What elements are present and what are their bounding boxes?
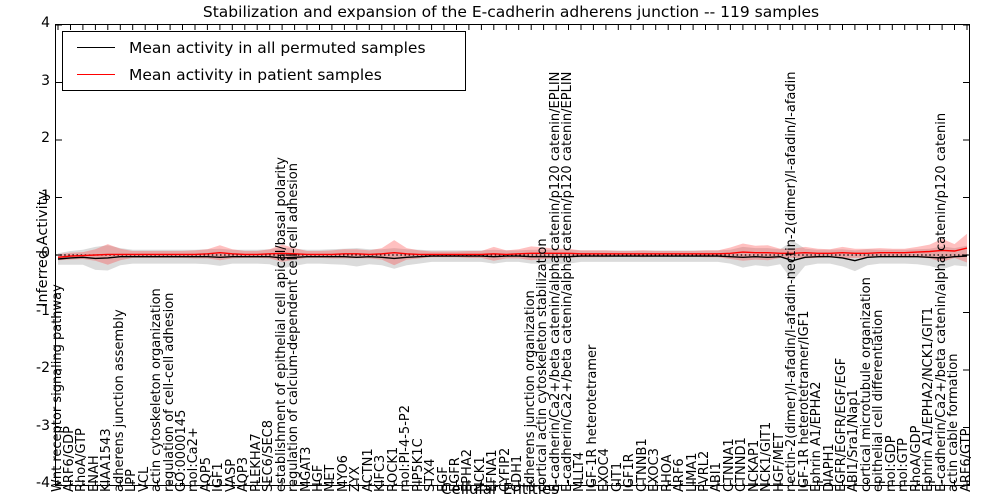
y-tick-label: -2 xyxy=(36,360,50,376)
y-tick-label: 3 xyxy=(41,72,50,89)
legend-line-permuted-icon xyxy=(77,47,115,48)
legend-line-patient-icon xyxy=(77,74,115,75)
legend: Mean activity in all permuted samples Me… xyxy=(62,31,466,91)
chart-title: Stabilization and expansion of the E-cad… xyxy=(202,3,820,21)
x-tick-label: ARF6/GTP xyxy=(958,428,974,492)
x-tick-label: adherens junction assembly xyxy=(111,309,127,492)
y-tick-label: 1 xyxy=(41,187,50,204)
y-tick-label: 2 xyxy=(41,130,50,146)
y-tick-label: -1 xyxy=(36,302,50,319)
legend-entry-permuted: Mean activity in all permuted samples xyxy=(63,39,465,57)
x-axis-label: Cellular Entities xyxy=(441,480,559,498)
band-series-0 xyxy=(58,240,967,281)
y-tick-label: -4 xyxy=(36,475,50,491)
y-tick-label: -3 xyxy=(36,417,50,434)
mean-line-series-1 xyxy=(57,247,968,258)
plot-area xyxy=(55,24,970,486)
mean-line-series-0 xyxy=(57,255,968,262)
legend-label-patient: Mean activity in patient samples xyxy=(129,65,382,84)
y-tick-label: 0 xyxy=(41,245,50,261)
legend-entry-patient: Mean activity in patient samples xyxy=(63,66,465,84)
plot-canvas xyxy=(56,25,969,485)
x-tick-label: E-cadherin/Ca2+/beta catenin/alpha caten… xyxy=(560,71,576,492)
y-tick-label: 4 xyxy=(41,15,50,31)
legend-label-permuted: Mean activity in all permuted samples xyxy=(129,38,426,57)
x-tick-label: regulation of calcium-dependent cell-cel… xyxy=(286,163,302,492)
